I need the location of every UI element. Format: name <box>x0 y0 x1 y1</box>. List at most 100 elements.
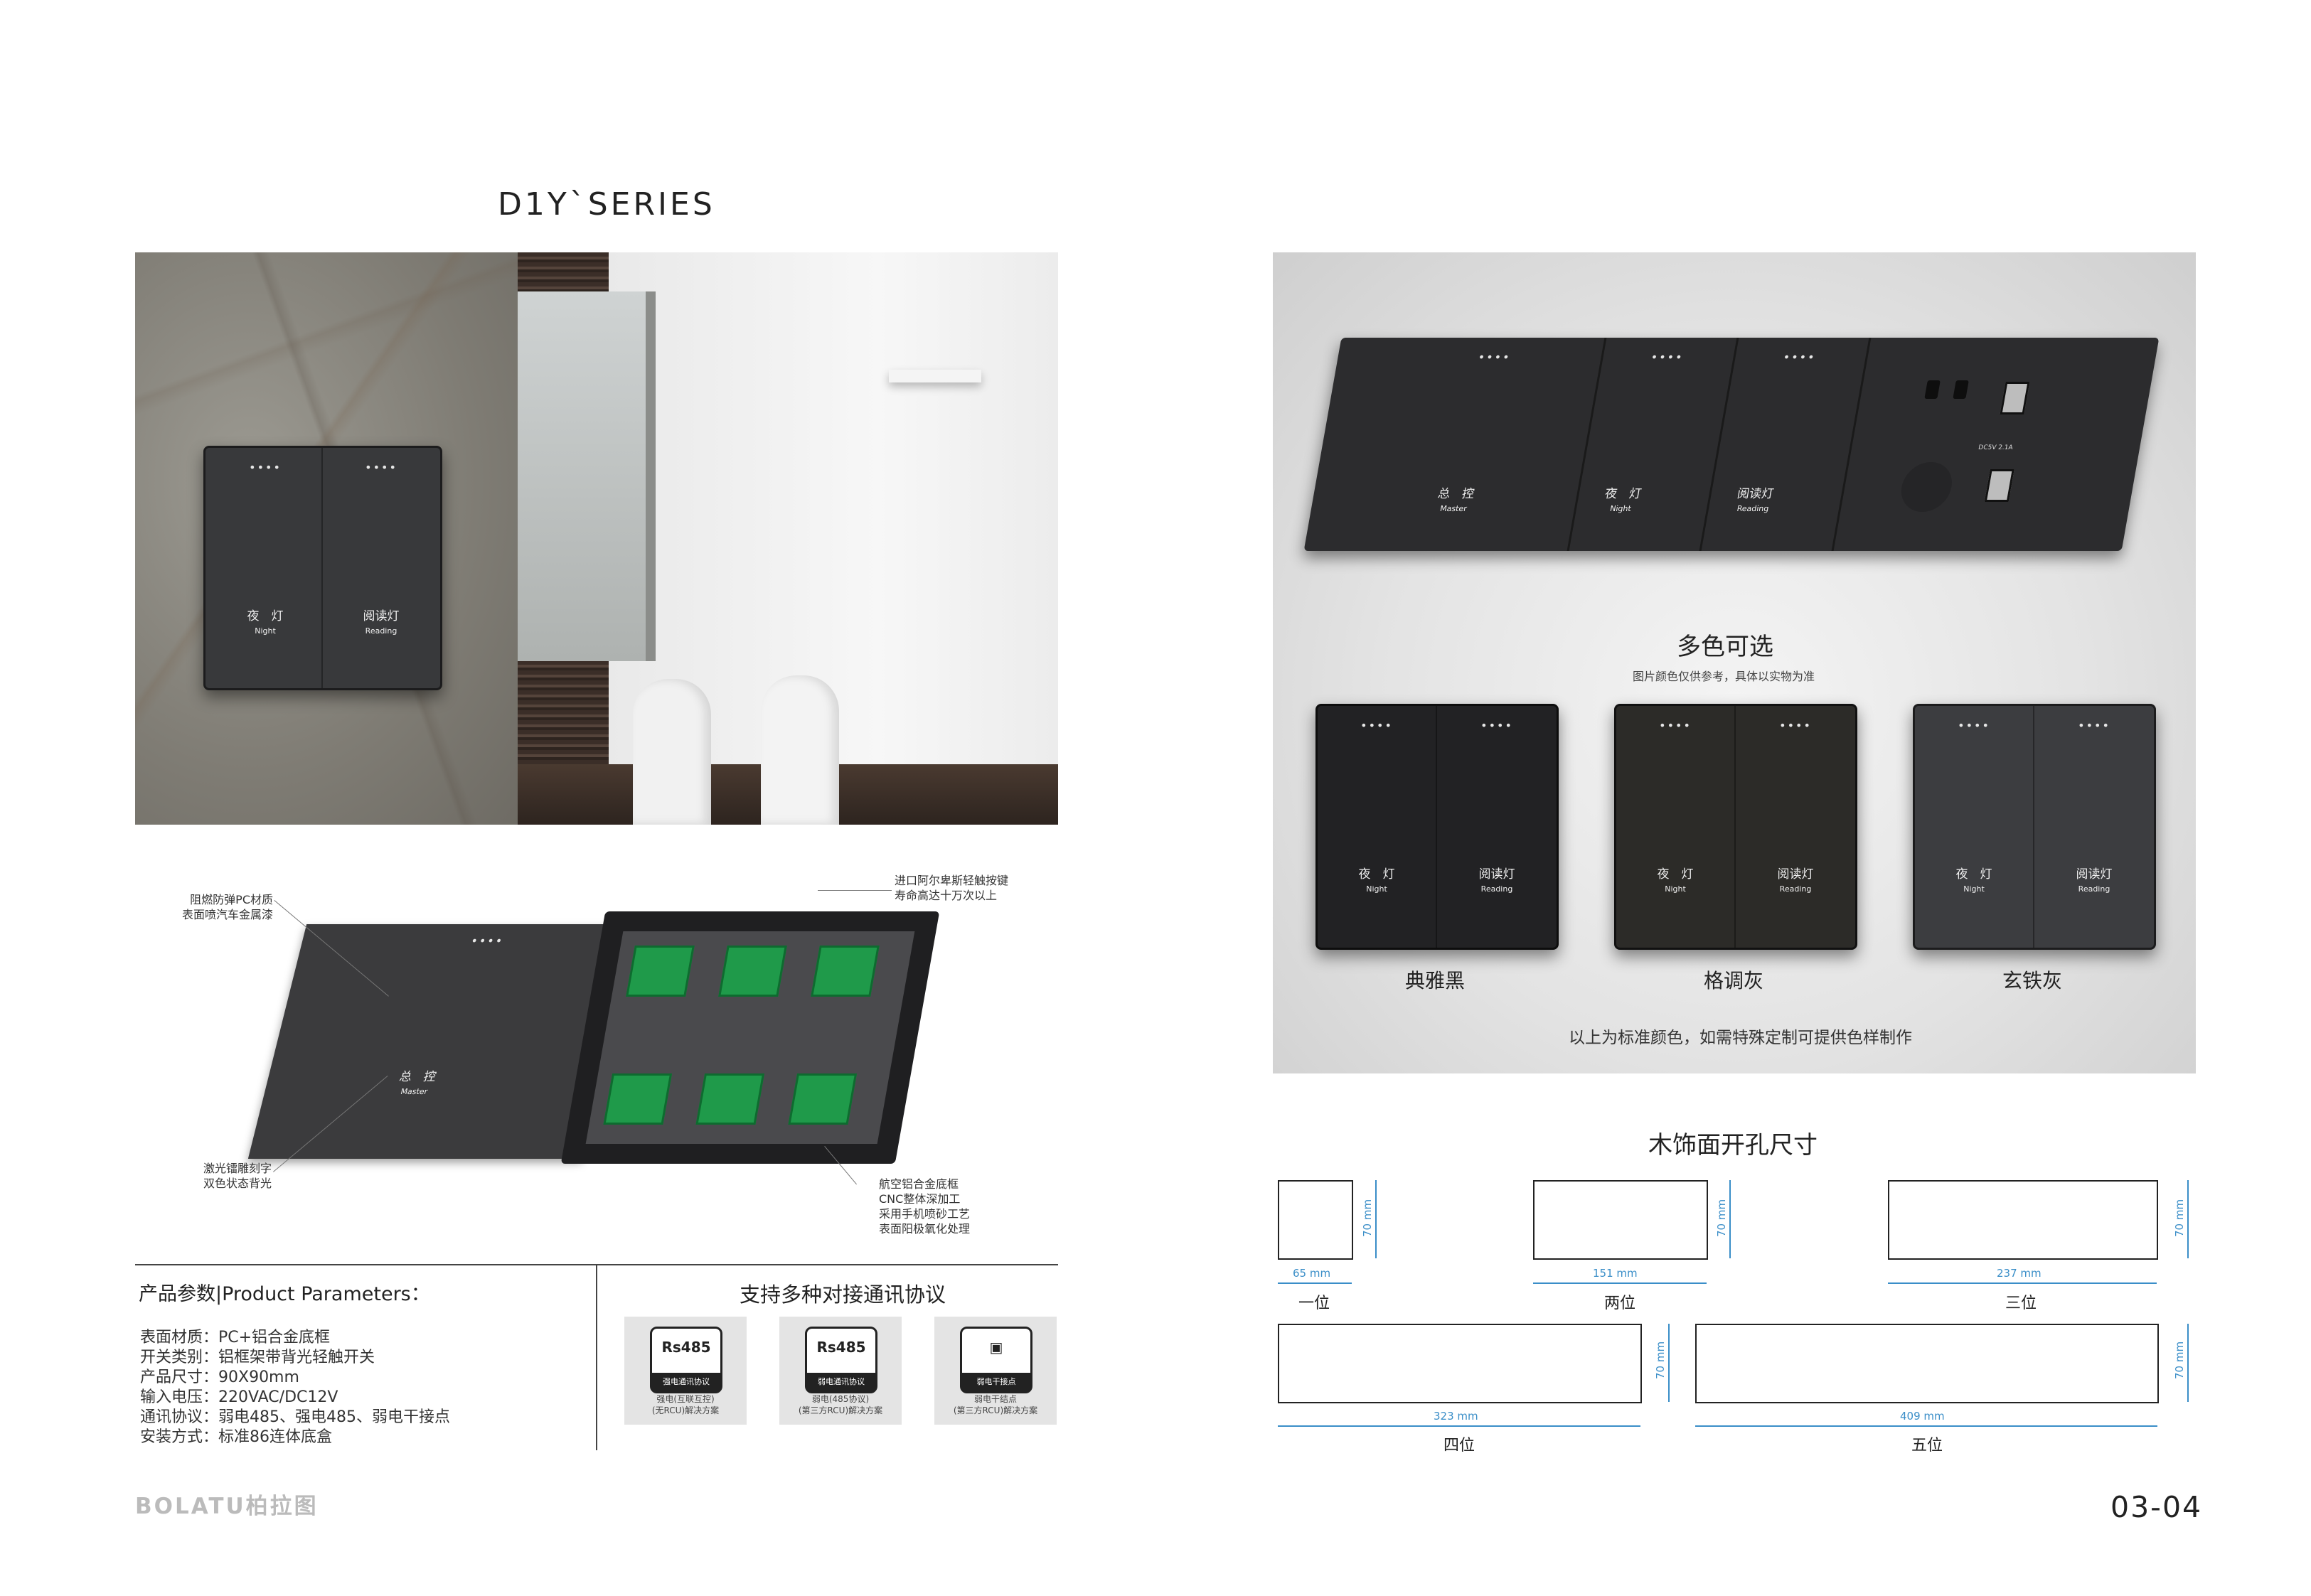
rs485-icon: Rs485 弱电通讯协议 <box>805 1327 877 1393</box>
badge-strip: 强电通讯协议 <box>652 1373 720 1391</box>
switch-gang-right: •••• 阅读灯 Reading <box>1736 706 1855 948</box>
night-en: Night <box>255 626 276 636</box>
socket-hole-icon <box>1924 380 1941 399</box>
night-label: 夜 灯 Night <box>1956 864 1992 894</box>
switch-gang-right: •••• 阅读灯 Reading <box>323 448 440 688</box>
switch-gang-left: •••• 夜 灯 Night <box>206 448 323 688</box>
switch-gang-left: •••• 夜 灯 Night <box>1915 706 2034 948</box>
reading-cn: 阅读灯 <box>1736 487 1775 501</box>
combo-switch-panel: •••• 总 控 Master •••• 夜 灯 Night •••• 阅读灯 … <box>1303 338 2160 551</box>
chair <box>761 675 839 825</box>
brand-logo: BOLATU柏拉图 <box>135 1494 319 1519</box>
cutout-box-4 <box>1278 1324 1642 1403</box>
caption-line: (无RCU)解决方案 <box>651 1405 720 1415</box>
dim-line <box>1729 1180 1731 1258</box>
protocol-card: ▣ 弱电干接点 弱电干结点 (第三方RCU)解决方案 <box>934 1317 1057 1425</box>
night-en: Night <box>1366 884 1387 894</box>
pcb-module <box>626 946 695 997</box>
indicator-dots: •••• <box>2078 719 2110 732</box>
indicator-dots: •••• <box>1779 719 1812 732</box>
cutout-box-1 <box>1278 1180 1353 1260</box>
cutout-name: 一位 <box>1298 1295 1330 1312</box>
rs485-icon: Rs485 强电通讯协议 <box>650 1327 722 1393</box>
pcb-module <box>788 1073 858 1125</box>
color-name: 格调灰 <box>1703 969 1764 992</box>
note-line: 表面喷汽车金属漆 <box>181 908 273 921</box>
master-en: Master <box>1439 504 1468 513</box>
indicator-dots: •••• <box>1659 719 1692 732</box>
reading-cn: 阅读灯 <box>1478 867 1515 882</box>
caption-line: (第三方RCU)解决方案 <box>953 1405 1038 1415</box>
protocols-title: 支持多种对接通讯协议 <box>740 1282 946 1307</box>
night-label: 夜 灯 Night <box>1601 483 1643 513</box>
dim-line <box>2187 1180 2189 1258</box>
swatch-iron-gray: •••• 夜 灯 Night •••• 阅读灯 Reading <box>1913 704 2156 950</box>
night-cn: 夜 灯 <box>1955 867 1992 882</box>
reading-en: Reading <box>1779 884 1812 894</box>
badge-strip: 弱电干接点 <box>962 1373 1030 1391</box>
dim-line <box>1533 1282 1707 1284</box>
swatch-gray: •••• 夜 灯 Night •••• 阅读灯 Reading <box>1614 704 1857 950</box>
color-options-panel: •••• 总 控 Master •••• 夜 灯 Night •••• 阅读灯 … <box>1273 252 2196 1073</box>
master-label: 总 控 Master <box>1434 483 1475 513</box>
night-cn: 夜 灯 <box>247 609 284 623</box>
base-inner <box>585 931 915 1144</box>
master-en: Master <box>400 1087 429 1096</box>
note-line: 阻燃防弹PC材质 <box>190 893 273 906</box>
protocol-caption: 弱电(485协议) (第三方RCU)解决方案 <box>779 1393 902 1416</box>
indicator-dots: •••• <box>1480 719 1513 732</box>
cutout-box-3 <box>1888 1180 2158 1260</box>
reading-label: 阅读灯 Reading <box>1778 864 1814 894</box>
param-row: 输入电压：220VAC/DC12V <box>140 1388 338 1406</box>
cutout-name: 三位 <box>2005 1295 2037 1312</box>
note-line: 表面阳极氧化处理 <box>879 1222 971 1236</box>
chair <box>633 679 711 825</box>
badge-text: ▣ <box>989 1339 1003 1356</box>
param-row: 开关类别：铝框架带背光轻触开关 <box>140 1349 375 1366</box>
socket-hole-icon <box>1953 380 1969 399</box>
reading-en: Reading <box>365 626 397 636</box>
night-label: 夜 灯 Night <box>247 606 284 636</box>
dim-line <box>1695 1425 2157 1427</box>
indicator-dots: •••• <box>1650 350 1685 364</box>
color-name: 玄铁灰 <box>2002 969 2063 992</box>
color-name: 典雅黑 <box>1404 969 1466 992</box>
reading-cn: 阅读灯 <box>1777 867 1814 882</box>
dim-line <box>1888 1282 2157 1284</box>
pcb-module <box>811 946 880 997</box>
badge-strip: 弱电通讯协议 <box>807 1373 875 1391</box>
cutout-name: 两位 <box>1603 1295 1636 1312</box>
aluminum-base <box>560 911 940 1164</box>
usb-port-icon <box>2000 382 2030 414</box>
dim-line <box>1668 1324 1670 1402</box>
reading-label: 阅读灯 Reading <box>2076 864 2113 894</box>
note-line: 激光镭雕刻字 <box>203 1162 272 1175</box>
reading-label: 阅读灯 Reading <box>1479 864 1515 894</box>
master-cn: 总 控 <box>1436 487 1475 501</box>
caption-line: 弱电干结点 <box>973 1394 1017 1404</box>
cutout-box-2 <box>1533 1180 1708 1260</box>
width-dim: 237 mm <box>1997 1267 2042 1280</box>
page-number: 03-04 <box>2110 1490 2203 1524</box>
cutout-name: 四位 <box>1443 1437 1475 1455</box>
window <box>518 291 656 661</box>
indicator-dots: •••• <box>469 934 506 948</box>
usb-port-icon <box>1984 469 2014 502</box>
protocol-card: Rs485 弱电通讯协议 弱电(485协议) (第三方RCU)解决方案 <box>779 1317 902 1425</box>
reading-en: Reading <box>1480 884 1513 894</box>
params-list: 表面材质：PC+铝合金底框 开关类别：铝框架带背光轻触开关 产品尺寸：90X90… <box>140 1328 450 1447</box>
night-label: 夜 灯 Night <box>1658 864 1694 894</box>
cutout-box-5 <box>1695 1324 2159 1403</box>
usb-label: DC5V 2.1A <box>1978 444 2014 451</box>
night-cn: 夜 灯 <box>1657 867 1694 882</box>
switch-gang-right: •••• 阅读灯 Reading <box>2034 706 2154 948</box>
note-line: 寿命高达十万次以上 <box>895 889 998 902</box>
note-line: 进口阿尔卑斯轻触按键 <box>895 874 1009 887</box>
photo-switch: •••• 夜 灯 Night •••• 阅读灯 Reading <box>203 446 442 690</box>
standard-colors-note: 以上为标准颜色，如需特殊定制可提供色样制作 <box>1569 1029 1912 1047</box>
protocol-card: Rs485 强电通讯协议 强电(互联互控) (无RCU)解决方案 <box>624 1317 747 1425</box>
reading-label: 阅读灯 Reading <box>363 606 400 636</box>
indicator-dots: •••• <box>365 461 397 474</box>
colors-subtitle: 图片颜色仅供参考，具体以实物为准 <box>1633 670 1815 683</box>
reading-en: Reading <box>2078 884 2110 894</box>
